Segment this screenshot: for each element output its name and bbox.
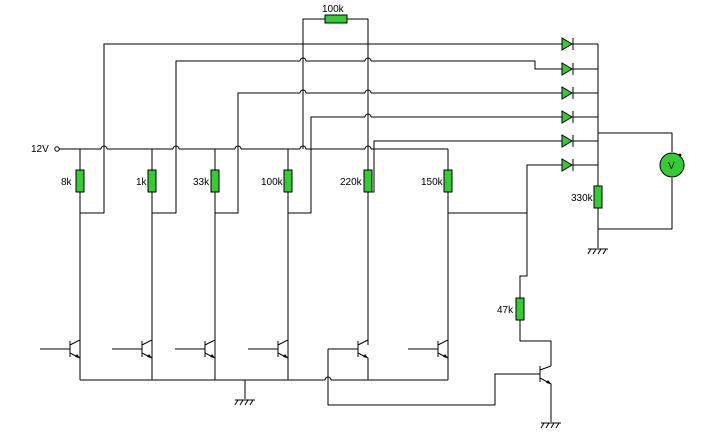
resistor-feedback-100k xyxy=(324,14,348,24)
branch-3: 33k xyxy=(193,89,562,380)
resistor-150k-label: 150k xyxy=(421,177,444,188)
branch-4: 100k xyxy=(261,113,562,380)
branch-5-wire xyxy=(367,140,562,213)
transistor-row xyxy=(40,336,540,406)
resistor-100k-label: 100k xyxy=(261,177,284,188)
branch-1: 8k xyxy=(61,43,562,380)
branch-6: 150k xyxy=(421,149,562,380)
supply-terminal xyxy=(54,146,60,152)
resistor-330k-label: 330k xyxy=(571,193,594,204)
ground-symbol-divider xyxy=(587,248,608,255)
feedback-resistor-label: 100k xyxy=(322,4,345,15)
led-6-feed-wire xyxy=(526,164,562,213)
supply-label: 12V xyxy=(31,144,49,155)
transistor-3 xyxy=(175,336,216,380)
resistor-330k xyxy=(593,185,603,209)
resistor-1k-label: 1k xyxy=(136,177,148,188)
led-6 xyxy=(561,158,598,172)
transistor-7 xyxy=(539,365,552,422)
resistor-1k xyxy=(147,169,157,193)
branch-2: 1k xyxy=(136,57,562,380)
voltmeter-label: V xyxy=(668,161,675,172)
resistor-220k xyxy=(363,169,373,193)
resistor-220k-label: 220k xyxy=(340,177,363,188)
led-4 xyxy=(561,110,598,124)
voltmeter-polarity-dot xyxy=(678,153,682,157)
voltmeter-wire xyxy=(598,132,673,230)
resistor-47k-label: 47k xyxy=(497,305,514,316)
resistor-8k xyxy=(75,169,85,193)
resistor-100k xyxy=(283,169,293,193)
led-2-feed-wire xyxy=(152,60,562,214)
supply-rail: 12V xyxy=(31,144,448,155)
led-3-feed-wire xyxy=(215,92,562,214)
led-3 xyxy=(561,86,598,100)
led-4-feed-wire xyxy=(288,116,562,214)
led-1 xyxy=(561,37,598,51)
ground-symbol-emitters xyxy=(234,399,255,406)
resistor-33k xyxy=(210,169,220,193)
resistor-150k xyxy=(443,169,453,193)
led-5 xyxy=(561,134,598,148)
resistor-8k-label: 8k xyxy=(61,177,73,188)
resistor-33k-label: 33k xyxy=(193,177,210,188)
branch-5: 220k xyxy=(340,140,562,345)
ground-symbol-output xyxy=(540,422,561,429)
voltmeter: V xyxy=(598,132,685,230)
branch-6-output-wire xyxy=(448,212,528,298)
feedback-wire xyxy=(302,18,369,149)
voltmeter-symbol xyxy=(659,152,685,178)
transistor-1 xyxy=(40,336,81,380)
led-2 xyxy=(561,62,598,76)
led-1-feed-wire xyxy=(80,43,562,214)
feedback-loop-wire xyxy=(327,349,540,406)
resistor-47k xyxy=(515,297,525,321)
transistor-5 xyxy=(328,339,369,380)
transistor-4 xyxy=(248,336,289,380)
base-feed-wire xyxy=(519,320,552,366)
transistor-2 xyxy=(112,336,153,380)
feedback-network: 100k xyxy=(302,4,369,149)
transistor-6 xyxy=(408,336,449,380)
led-bank: 330k xyxy=(561,37,608,255)
output-stage: 47k xyxy=(497,297,561,429)
